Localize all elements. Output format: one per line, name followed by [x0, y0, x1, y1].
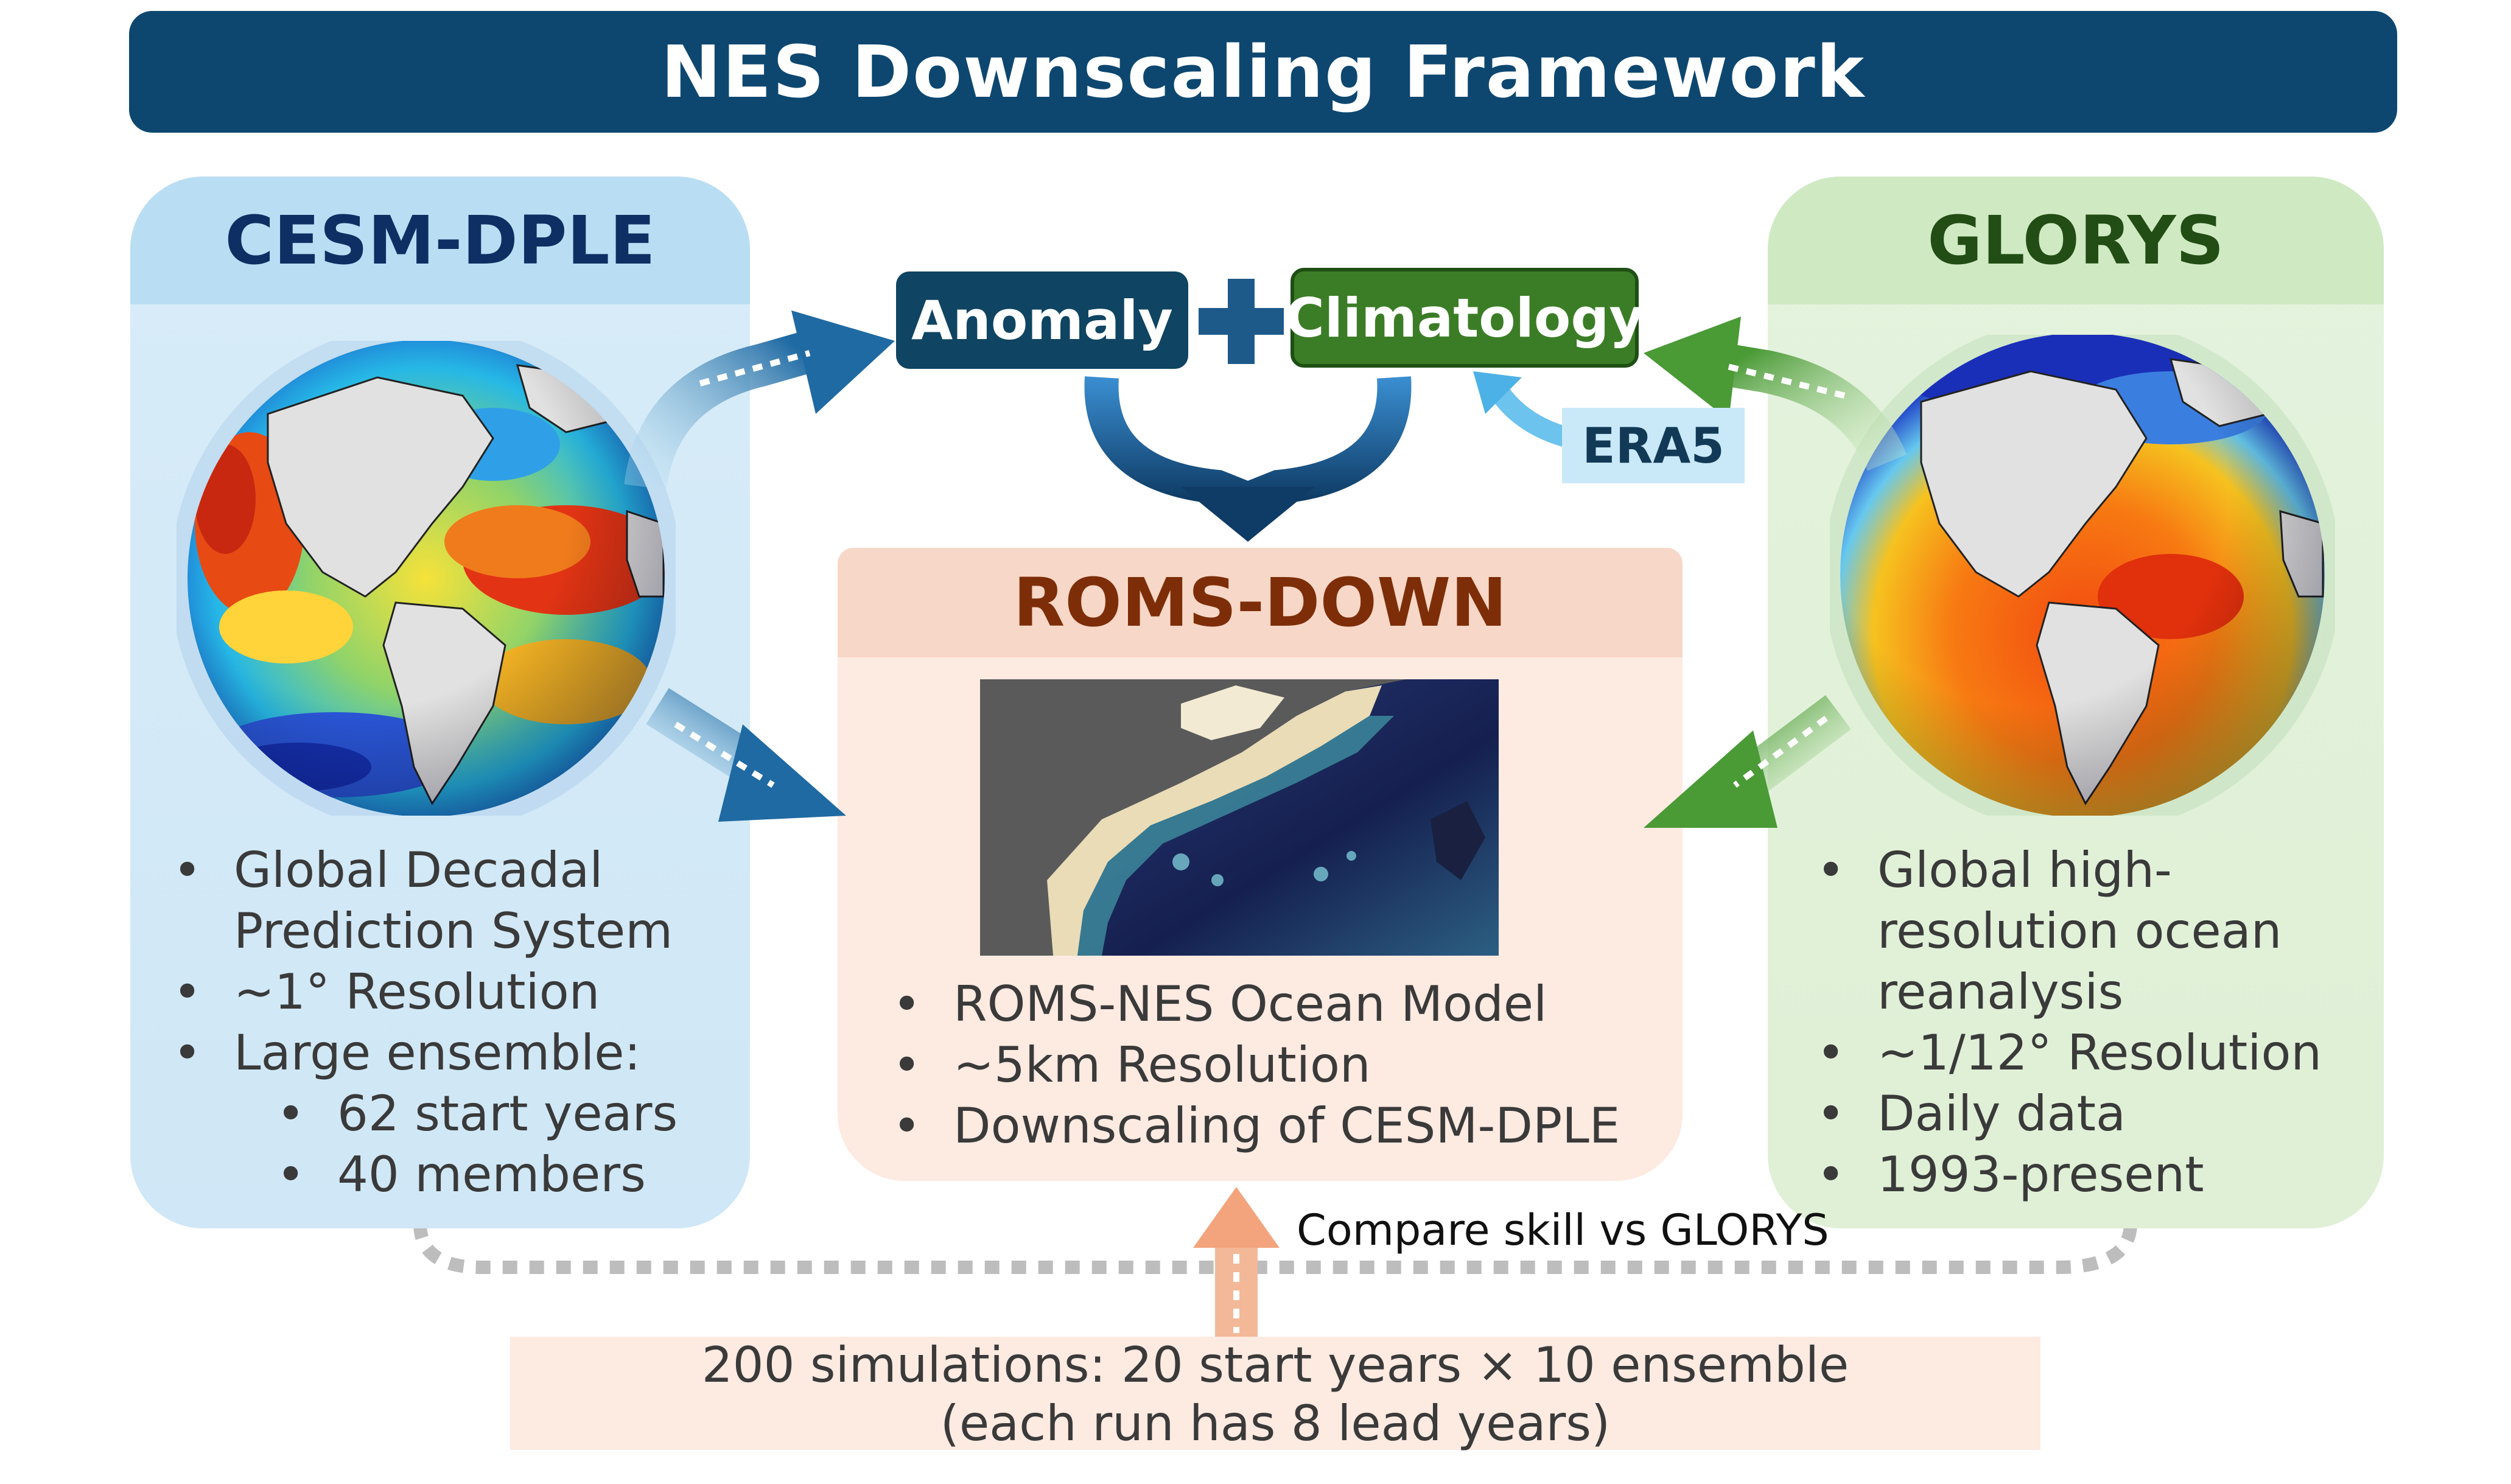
cesm-bullet-ensemble: Large ensemble: — [173, 1023, 721, 1083]
page-title: NES Downscaling Framework — [660, 30, 1866, 114]
glorys-bullet-resolution: ~1/12° Resolution — [1816, 1023, 2352, 1083]
cesm-bullet-system: Global Decadal Prediction System — [173, 840, 721, 962]
title-banner: NES Downscaling Framework — [129, 11, 2397, 133]
simulations-summary-box: 200 simulations: 20 start years × 10 ens… — [510, 1337, 2040, 1452]
cesm-sub-bullet-members: 40 members — [173, 1144, 721, 1205]
simulations-line-2: (each run has 8 lead years) — [940, 1395, 1611, 1452]
glorys-bullet-daily: Daily data — [1816, 1083, 2352, 1144]
glorys-heading: GLORYS — [1768, 177, 2384, 304]
climatology-label: Climatology — [1285, 268, 1644, 368]
glorys-bullet-list: Global high-resolution ocean reanalysis … — [1816, 840, 2352, 1205]
glorys-bullet-reanalysis: Global high-resolution ocean reanalysis — [1816, 840, 2352, 1023]
roms-down-heading: ROMS-DOWN — [838, 548, 1683, 657]
era5-label: ERA5 — [1562, 408, 1745, 483]
roms-bullet-downscaling: Downscaling of CESM-DPLE — [892, 1096, 1659, 1157]
simulations-line-1: 200 simulations: 20 start years × 10 ens… — [701, 1337, 1849, 1393]
roms-bullet-list: ROMS-NES Ocean Model ~5km Resolution Dow… — [892, 974, 1659, 1157]
glorys-bullet-period: 1993-present — [1816, 1144, 2352, 1205]
roms-bullet-model: ROMS-NES Ocean Model — [892, 974, 1659, 1035]
cesm-bullet-list: Global Decadal Prediction System ~1° Res… — [173, 840, 721, 1205]
cesm-dple-panel: CESM-DPLE Global Decadal Prediction Syst… — [130, 177, 750, 1228]
cesm-bullet-resolution: ~1° Resolution — [173, 962, 721, 1023]
cesm-sub-bullet-start-years: 62 start years — [173, 1083, 721, 1144]
anomaly-label: Anomaly — [896, 271, 1188, 369]
cesm-dple-heading: CESM-DPLE — [130, 177, 750, 304]
compare-skill-label: Compare skill vs GLORYS — [1297, 1205, 1829, 1255]
cesm-globe-image — [177, 341, 676, 816]
glorys-globe-image — [1830, 335, 2335, 816]
roms-bullet-resolution: ~5km Resolution — [892, 1035, 1659, 1096]
roms-domain-map-image — [980, 679, 1499, 956]
